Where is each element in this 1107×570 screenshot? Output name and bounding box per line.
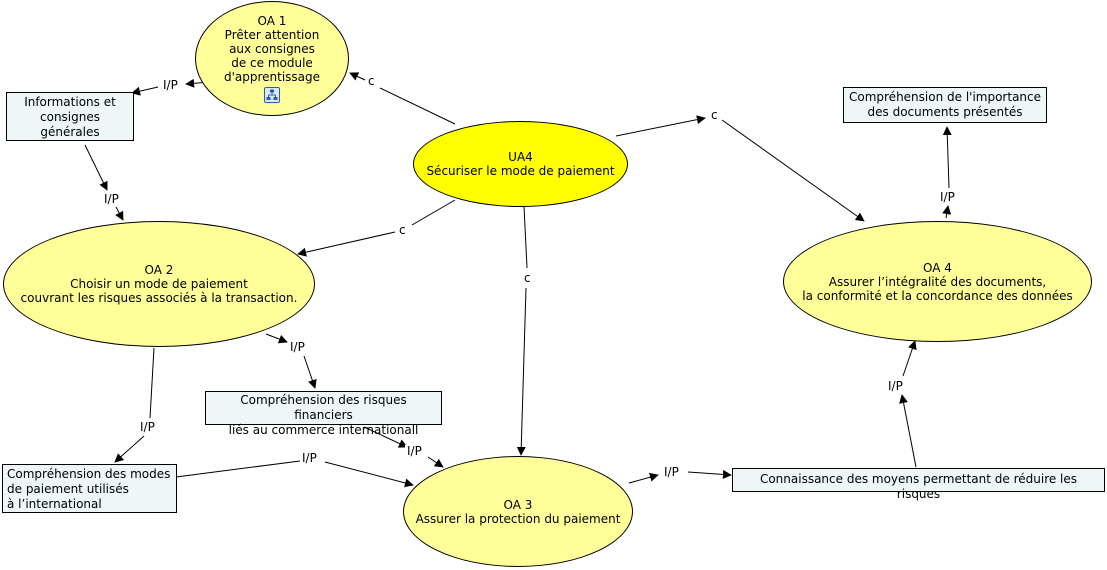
link-label-oa2-risques: I/P	[288, 340, 307, 354]
arrow-moyens-oa4-b	[902, 340, 917, 377]
link-label-oa4-importance: I/P	[938, 190, 957, 204]
arrow-ua4-oa2	[297, 231, 396, 257]
arrow-info-oa2-a	[84, 144, 108, 191]
arrow-risques-oa3-b	[427, 456, 444, 468]
link-label-ua4-oa1: c	[366, 74, 377, 88]
node-oa2-title: OA 2	[144, 263, 174, 277]
node-oa4-title: OA 4	[923, 260, 952, 275]
arrow-oa3-moyens-b	[687, 469, 732, 479]
node-oa1[interactable]: OA 1 Prêter attention aux consignes de c…	[195, 1, 349, 116]
node-oa4[interactable]: OA 4 Assurer l’intégralité des documents…	[783, 221, 1092, 342]
link-label-oa1-info: I/P	[161, 78, 180, 92]
arrow-oa4-importance-b	[942, 126, 952, 189]
box-importance-documents[interactable]: Compréhension de l'importance des docume…	[843, 87, 1047, 123]
node-oa1-text: Prêter attention aux consignes de ce mod…	[223, 28, 321, 84]
node-ua4[interactable]: UA4 Sécuriser le mode de paiement	[413, 121, 628, 207]
link-label-ua4-oa2: c	[397, 223, 408, 237]
arrow-modes-oa3	[324, 461, 414, 488]
link-label-ua4-oa3: c	[522, 271, 533, 285]
node-oa2-text: Choisir un mode de paiement couvrant les…	[20, 277, 298, 305]
arrow-oa3-moyens-a	[628, 472, 659, 484]
arrow-oa2-risques-b	[303, 355, 317, 389]
link-label-moyens-oa4: I/P	[886, 379, 905, 393]
arrow-ua4-oa4-a	[615, 115, 706, 137]
line-modes-oa3	[175, 460, 301, 478]
node-oa4-text: Assurer l’intégralité des documents, la …	[802, 274, 1073, 303]
link-label-ua4-oa4: c	[709, 108, 720, 122]
link-label-info-oa2: I/P	[102, 192, 121, 206]
arrow-oa2-modes	[114, 435, 145, 463]
line-ua4-oa2	[411, 199, 456, 226]
arrow-oa1-info-b	[131, 86, 159, 96]
line-ua4-oa3	[523, 205, 528, 269]
node-oa1-title: OA 1	[257, 14, 287, 28]
link-label-oa3-moyens: I/P	[662, 465, 681, 479]
arrow-risques-oa3-a	[363, 426, 408, 448]
box-moyens-reduire-risques[interactable]: Connaissance des moyens permettant de ré…	[732, 468, 1105, 501]
node-oa2[interactable]: OA 2 Choisir un mode de paiement couvran…	[3, 221, 315, 347]
arrow-info-oa2-b	[115, 206, 124, 221]
node-oa3[interactable]: OA 3 Assurer la protection du paiement	[403, 456, 633, 567]
link-label-oa2-modes: I/P	[138, 420, 157, 434]
arrow-ua4-oa1	[349, 72, 366, 81]
node-oa3-title: OA 3	[503, 497, 533, 512]
node-oa3-text: Assurer la protection du paiement	[415, 511, 621, 526]
arrow-ua4-oa4-b	[721, 119, 865, 222]
line-ua4-oa1	[379, 87, 456, 125]
node-ua4-text: Sécuriser le mode de paiement	[426, 164, 615, 178]
link-label-modes-oa3: I/P	[300, 451, 319, 465]
box-modes-paiement[interactable]: Compréhension des modes de paiement util…	[2, 464, 177, 513]
concept-map-resource-icon[interactable]	[264, 87, 280, 103]
box-informations-consignes[interactable]: Informations et consignes générales	[6, 92, 134, 141]
box-risques-financiers[interactable]: Compréhension des risques financiers lié…	[205, 391, 442, 437]
arrow-ua4-oa3	[516, 287, 527, 456]
arrow-oa4-importance-a	[942, 205, 952, 219]
arrow-oa2-risques-a	[265, 333, 288, 344]
arrow-moyens-oa4-a	[899, 394, 917, 468]
link-label-risques-oa3: I/P	[405, 444, 424, 458]
line-oa2-modes	[149, 347, 155, 419]
node-ua4-title: UA4	[508, 150, 533, 164]
